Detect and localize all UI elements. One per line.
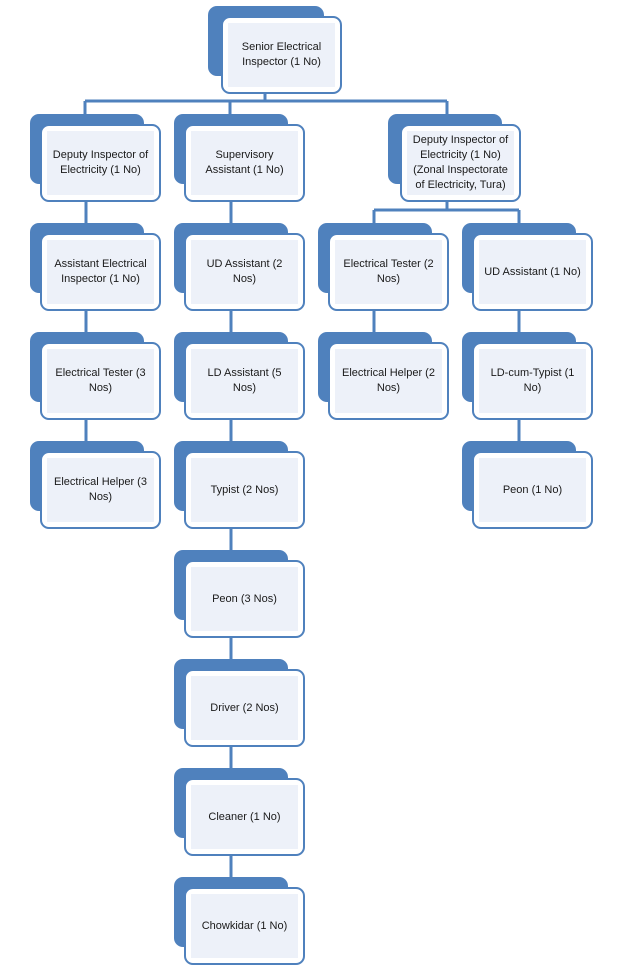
- node-senior-electrical-inspector: Senior Electrical Inspector (1 No): [208, 6, 342, 94]
- node-ld-assistant-5: LD Assistant (5 Nos): [174, 332, 305, 420]
- node-label: Chowkidar (1 No): [191, 894, 298, 958]
- node-label: Cleaner (1 No): [191, 785, 298, 849]
- node-peon-1: Peon (1 No): [462, 441, 593, 529]
- node-label: Peon (3 Nos): [191, 567, 298, 631]
- node-label: Driver (2 Nos): [191, 676, 298, 740]
- node-ud-assistant-1: UD Assistant (1 No): [462, 223, 593, 311]
- node-label: Supervisory Assistant (1 No): [191, 131, 298, 195]
- node-label: Electrical Tester (3 Nos): [47, 349, 154, 413]
- node-label: LD Assistant (5 Nos): [191, 349, 298, 413]
- node-label: Peon (1 No): [479, 458, 586, 522]
- node-label: UD Assistant (2 Nos): [191, 240, 298, 304]
- node-chowkidar-1: Chowkidar (1 No): [174, 877, 305, 965]
- node-label: Assistant Electrical Inspector (1 No): [47, 240, 154, 304]
- node-label: LD-cum-Typist (1 No): [479, 349, 586, 413]
- node-typist-2: Typist (2 Nos): [174, 441, 305, 529]
- node-label: Electrical Helper (2 Nos): [335, 349, 442, 413]
- node-deputy-inspector: Deputy Inspector of Electricity (1 No): [30, 114, 161, 202]
- node-electrical-tester-3: Electrical Tester (3 Nos): [30, 332, 161, 420]
- node-label: Electrical Helper (3 Nos): [47, 458, 154, 522]
- node-cleaner-1: Cleaner (1 No): [174, 768, 305, 856]
- node-deputy-inspector-tura: Deputy Inspector of Electricity (1 No) (…: [388, 114, 521, 202]
- node-label: Deputy Inspector of Electricity (1 No) (…: [407, 131, 514, 195]
- node-assistant-electrical-inspector: Assistant Electrical Inspector (1 No): [30, 223, 161, 311]
- node-driver-2: Driver (2 Nos): [174, 659, 305, 747]
- node-label: Senior Electrical Inspector (1 No): [228, 23, 335, 87]
- node-electrical-helper-3: Electrical Helper (3 Nos): [30, 441, 161, 529]
- node-label: Typist (2 Nos): [191, 458, 298, 522]
- node-label: Electrical Tester (2 Nos): [335, 240, 442, 304]
- node-electrical-tester-2: Electrical Tester (2 Nos): [318, 223, 449, 311]
- node-label: UD Assistant (1 No): [479, 240, 586, 304]
- node-peon-3: Peon (3 Nos): [174, 550, 305, 638]
- node-supervisory-assistant: Supervisory Assistant (1 No): [174, 114, 305, 202]
- node-label: Deputy Inspector of Electricity (1 No): [47, 131, 154, 195]
- node-ld-cum-typist-1: LD-cum-Typist (1 No): [462, 332, 593, 420]
- node-ud-assistant-2: UD Assistant (2 Nos): [174, 223, 305, 311]
- node-electrical-helper-2: Electrical Helper (2 Nos): [318, 332, 449, 420]
